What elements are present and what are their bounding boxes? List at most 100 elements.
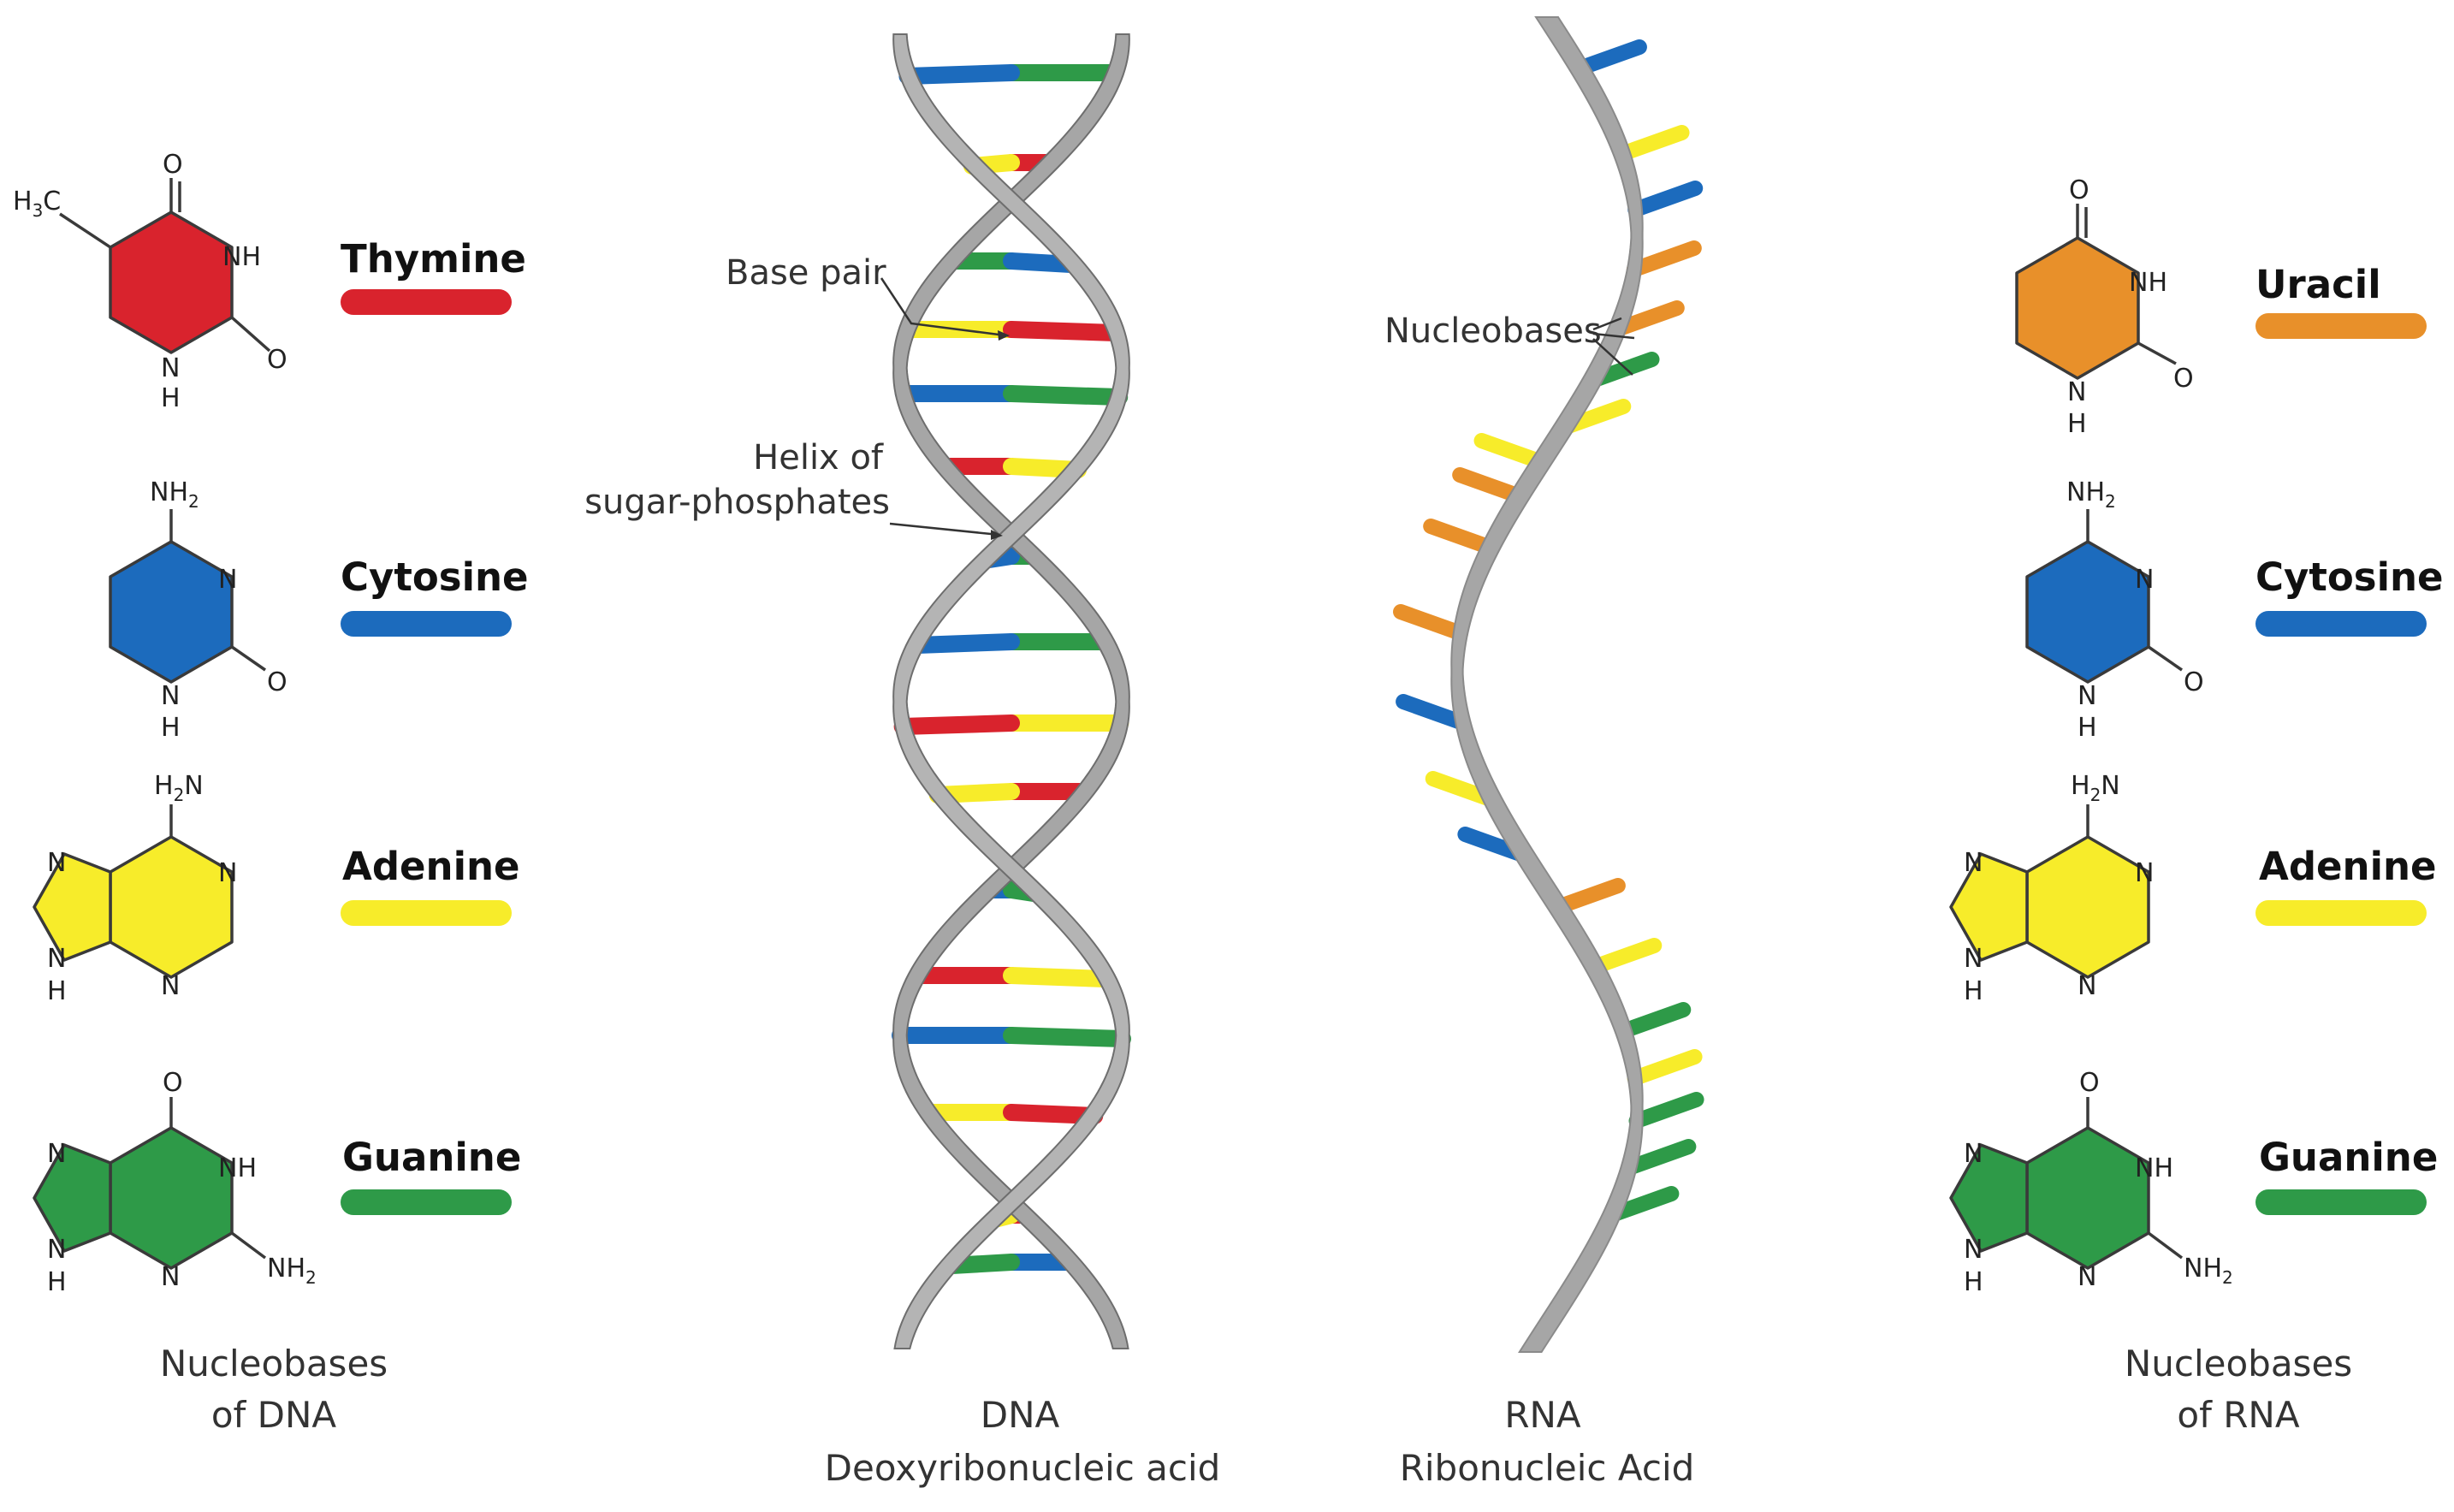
dna-strand-1 xyxy=(892,33,1130,1349)
nitrogen-atom: N xyxy=(161,971,180,1001)
base-pair-label: Base pair xyxy=(726,253,886,293)
adenine-structure: H2N N N N N H xyxy=(33,771,237,1006)
nucleobases-label: Nucleobases xyxy=(1384,311,1602,351)
amine-group: H2N xyxy=(154,771,204,805)
hydrogen-atom: H xyxy=(47,1267,67,1297)
rna-nucleobase xyxy=(1423,519,1499,555)
helix-label-line1: Helix of xyxy=(753,438,884,477)
nitrogen-atom: N xyxy=(2078,1262,2096,1292)
base-pair-arrowhead xyxy=(998,330,1010,341)
guanine-swatch xyxy=(341,1189,512,1215)
hydrogen-atom: H xyxy=(47,976,67,1006)
dna-sugar-phosphate-backbone xyxy=(892,33,1130,1349)
hydrogen-atom: H xyxy=(161,713,181,743)
helix-arrowhead xyxy=(991,530,1003,540)
amine-group: H2N xyxy=(2071,771,2120,805)
hydrogen-atom: H xyxy=(2078,713,2097,743)
thymine-label: Thymine xyxy=(341,236,526,282)
nitrogen-atom: N xyxy=(2078,971,2096,1001)
methyl-group: H3C xyxy=(13,187,61,221)
rna-nucleobase xyxy=(1452,467,1528,504)
rna-nucleobase xyxy=(1628,1092,1704,1129)
adenine-swatch-rna xyxy=(2255,900,2427,926)
cytosine-structure: NH2 N O N H xyxy=(109,477,287,743)
oxygen-atom: O xyxy=(163,150,183,180)
nitrogen-atom: N xyxy=(47,848,66,878)
nitrogen-atom: N xyxy=(47,1235,66,1265)
dna-base-half xyxy=(898,64,1020,85)
nitrogen-atom: N xyxy=(218,858,237,888)
nitrogen-atom: N xyxy=(1964,1235,1983,1265)
nh-group: NH xyxy=(222,242,261,272)
rna-nucleobase xyxy=(1550,878,1626,915)
rna-nucleobase xyxy=(1393,604,1469,641)
uracil-swatch xyxy=(2255,313,2427,339)
nitrogen-atom: N xyxy=(218,565,237,595)
adenine-label-rna: Adenine xyxy=(2259,844,2437,889)
guanine-structure: O NH NH2 N N N H xyxy=(33,1068,317,1297)
rna-bases-caption-line2: of RNA xyxy=(2177,1394,2299,1436)
dna-nucleobases-panel: O NH O N H H3C NH2 N O N H H2N N N N xyxy=(13,150,529,1436)
dna-bases-caption-line2: of DNA xyxy=(211,1394,337,1436)
dna-base-half xyxy=(1003,385,1129,406)
dna-strand-2 xyxy=(892,33,1130,1349)
base-pair-pointer xyxy=(880,277,1006,337)
dna-base-half xyxy=(1003,252,1080,273)
cytosine-label-rna: Cytosine xyxy=(2255,554,2444,600)
nh-group: NH xyxy=(218,1153,257,1183)
nitrogen-atom: N xyxy=(161,1262,180,1292)
oxygen-atom: O xyxy=(2069,175,2089,205)
cytosine-swatch xyxy=(341,611,512,637)
rna-nucleobase xyxy=(1626,240,1702,277)
nh-group: NH xyxy=(2129,268,2167,298)
rna-nucleobase xyxy=(1621,1139,1697,1176)
oxygen-atom: O xyxy=(2079,1068,2100,1098)
hydrogen-atom: H xyxy=(1964,976,1983,1006)
rna-nucleobase xyxy=(1614,125,1690,162)
dna-base-half xyxy=(1003,1104,1104,1124)
nucleobases-pointer-3 xyxy=(1592,338,1633,376)
rna-nucleobase xyxy=(1571,39,1647,76)
rna-nucleobase xyxy=(1586,938,1663,975)
dna-base-pairs xyxy=(892,64,1131,1274)
guanine-swatch-rna xyxy=(2255,1189,2427,1215)
dna-base-half xyxy=(1003,967,1114,987)
dna-base-half xyxy=(909,633,1020,654)
oxygen-atom: O xyxy=(163,1068,183,1098)
rna-nucleobases-panel: O NH O N H NH2 N O N H H2N N N N N H xyxy=(1949,175,2444,1436)
nitrogen-atom: N xyxy=(2135,858,2154,888)
nitrogen-atom: N xyxy=(2078,681,2096,711)
nitrogen-atom: N xyxy=(2135,565,2154,595)
oxygen-atom: O xyxy=(2173,364,2194,394)
amine-group: NH2 xyxy=(267,1254,317,1288)
rna-nucleobase xyxy=(1627,1049,1703,1086)
cytosine-swatch-rna xyxy=(2255,611,2427,637)
nitrogen-atom: N xyxy=(161,353,180,383)
oxygen-atom: O xyxy=(267,667,287,697)
hydrogen-atom: H xyxy=(161,383,181,413)
cytosine-structure-rna: NH2 N O N H xyxy=(2025,477,2204,743)
rna-nucleobase xyxy=(1473,433,1550,470)
rna-nucleobase xyxy=(1627,181,1704,217)
hydrogen-atom: H xyxy=(2067,409,2087,439)
rna-single-strand: Nucleobases RNA Ribonucleic Acid xyxy=(1384,16,1704,1489)
cytosine-label: Cytosine xyxy=(341,554,529,600)
adenine-structure-rna: H2N N N N N H xyxy=(1949,771,2154,1006)
nucleobases-pointer-1 xyxy=(1592,317,1622,331)
amine-group: NH2 xyxy=(2066,477,2116,512)
oxygen-atom: O xyxy=(267,345,287,375)
nitrogen-atom: N xyxy=(1964,944,1983,974)
dna-base-half xyxy=(1003,321,1124,341)
guanine-label: Guanine xyxy=(342,1135,521,1180)
dna-bases-caption-line1: Nucleobases xyxy=(160,1343,388,1385)
rna-backbone xyxy=(1450,16,1644,1353)
nitrogen-atom: N xyxy=(1964,848,1983,878)
nitrogen-atom: N xyxy=(161,681,180,711)
rna-caption-line2: Ribonucleic Acid xyxy=(1400,1447,1695,1489)
uracil-label: Uracil xyxy=(2255,262,2381,307)
dna-double-helix: Base pair Helix of sugar-phosphates DNA … xyxy=(584,33,1220,1489)
helix-pointer xyxy=(889,522,1000,537)
nh-group: NH xyxy=(2135,1153,2173,1183)
thymine-swatch xyxy=(341,289,512,315)
